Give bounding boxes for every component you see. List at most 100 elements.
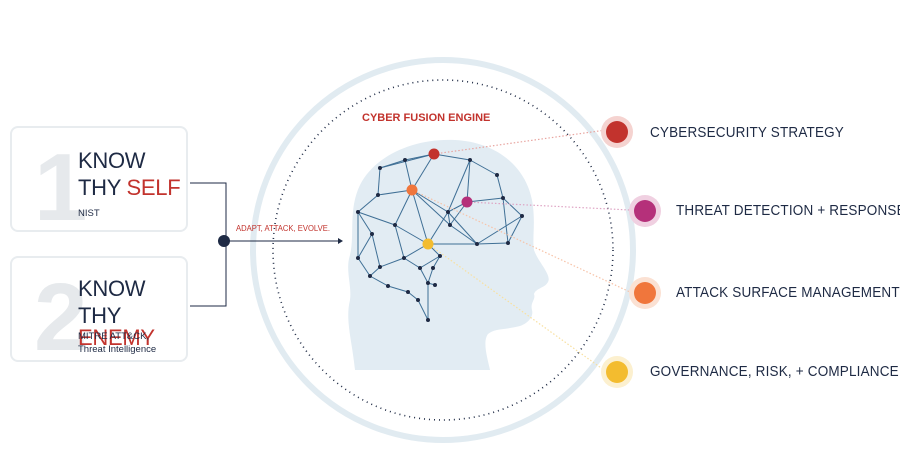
network-edge xyxy=(394,224,429,245)
network-edge xyxy=(371,233,381,268)
card2-line2-prefix: THY xyxy=(78,303,121,328)
outcome-connectors xyxy=(411,129,631,371)
network-edge xyxy=(433,153,471,161)
network-edge xyxy=(377,167,381,196)
network-edge xyxy=(377,189,413,196)
network-node xyxy=(431,266,435,270)
card1-line2-prefix: THY xyxy=(78,175,127,200)
threat-detection-response-label: THREAT DETECTION + RESPONSE xyxy=(676,202,900,219)
card1-line2: THY SELF xyxy=(78,175,181,200)
network-node xyxy=(356,210,360,214)
dotted-ring xyxy=(272,79,614,421)
network-edge xyxy=(496,174,504,199)
node-governance xyxy=(422,238,434,250)
card1-subtitle: NIST xyxy=(78,208,100,219)
network-edge xyxy=(507,215,523,244)
network-node xyxy=(433,283,437,287)
node-detection xyxy=(461,196,473,208)
outcome-icon-strategy xyxy=(601,116,633,148)
card2-subtitle-line1: MITRE ATT&CK, xyxy=(78,331,150,342)
network-node xyxy=(448,223,452,227)
card1-line1: KNOW xyxy=(78,148,146,173)
card2-line1: KNOW xyxy=(78,276,146,301)
network-node xyxy=(393,223,397,227)
network-edge xyxy=(369,275,389,287)
network-edge xyxy=(411,189,449,213)
network-node xyxy=(402,256,406,260)
network-edge xyxy=(357,233,373,259)
network-node xyxy=(520,214,524,218)
network-edge xyxy=(427,211,449,245)
network-node xyxy=(368,274,372,278)
network-edge xyxy=(379,159,406,169)
network-edge xyxy=(476,242,509,245)
network-edge xyxy=(411,189,429,245)
network-node xyxy=(475,242,479,246)
card2-subtitle-line2: Threat Intelligence xyxy=(78,344,157,355)
network-edge xyxy=(466,197,504,203)
network-node xyxy=(468,158,472,162)
network-node xyxy=(386,284,390,288)
network-edge xyxy=(419,267,429,284)
network-edge xyxy=(432,255,441,269)
network-edge xyxy=(476,215,523,245)
network-edge xyxy=(447,159,471,213)
network-edge xyxy=(417,299,429,321)
node-strategy xyxy=(428,148,440,160)
network-edge xyxy=(357,194,379,213)
network-edge xyxy=(357,257,371,277)
network-node xyxy=(416,298,420,302)
know-thy-enemy-card: 2 KNOW THY ENEMY MITRE ATT&CK, Threat In… xyxy=(10,256,188,366)
governance-risk-compliance-label: GOVERNANCE, RISK, + COMPLIANCE xyxy=(650,363,899,380)
step-number-2: 2 xyxy=(34,264,88,371)
network-edge xyxy=(403,257,421,269)
network-node xyxy=(356,256,360,260)
network-node xyxy=(446,210,450,214)
node-surface xyxy=(406,184,418,196)
network-node xyxy=(376,193,380,197)
card2-highlight: ENEMY xyxy=(78,325,155,350)
network-edge xyxy=(357,211,373,235)
network-node xyxy=(418,266,422,270)
network-edge xyxy=(502,197,523,217)
network-node xyxy=(378,265,382,269)
network-edge xyxy=(466,159,471,203)
cyber-fusion-engine-title: CYBER FUSION ENGINE xyxy=(362,112,491,124)
outcome-icon-governance xyxy=(601,356,633,388)
network-edge xyxy=(419,255,441,269)
network-edge xyxy=(502,197,509,244)
network-edge xyxy=(427,267,434,284)
know-thy-self-card: 1 KNOW THY SELF NIST xyxy=(10,126,188,236)
network-node xyxy=(378,166,382,170)
head-silhouette xyxy=(348,139,549,370)
network-edge xyxy=(469,159,498,176)
cybersecurity-strategy-label: CYBERSECURITY STRATEGY xyxy=(650,124,845,141)
network-edge xyxy=(394,189,413,226)
step-number-1: 1 xyxy=(34,134,88,241)
neural-network-lines xyxy=(357,153,523,321)
network-edge xyxy=(394,224,405,259)
network-node xyxy=(426,318,430,322)
outer-ring xyxy=(250,57,636,443)
network-node xyxy=(438,254,442,258)
network-edge xyxy=(379,257,405,268)
card1-highlight: SELF xyxy=(126,175,181,200)
network-edge xyxy=(387,285,409,293)
network-edge xyxy=(411,153,435,191)
network-edge xyxy=(447,211,478,245)
network-node xyxy=(506,241,510,245)
network-edge xyxy=(357,211,396,226)
network-node xyxy=(403,158,407,162)
network-node xyxy=(426,281,430,285)
network-node xyxy=(501,196,505,200)
outcome-icon-detection xyxy=(629,195,661,227)
network-node xyxy=(495,173,499,177)
left-connector xyxy=(190,182,338,307)
connector-hub-dot xyxy=(218,235,230,247)
outcome-icon-surface xyxy=(629,277,661,309)
network-edge xyxy=(369,266,381,277)
network-edge xyxy=(407,291,419,301)
network-edge xyxy=(411,189,451,226)
network-edge xyxy=(447,211,451,226)
